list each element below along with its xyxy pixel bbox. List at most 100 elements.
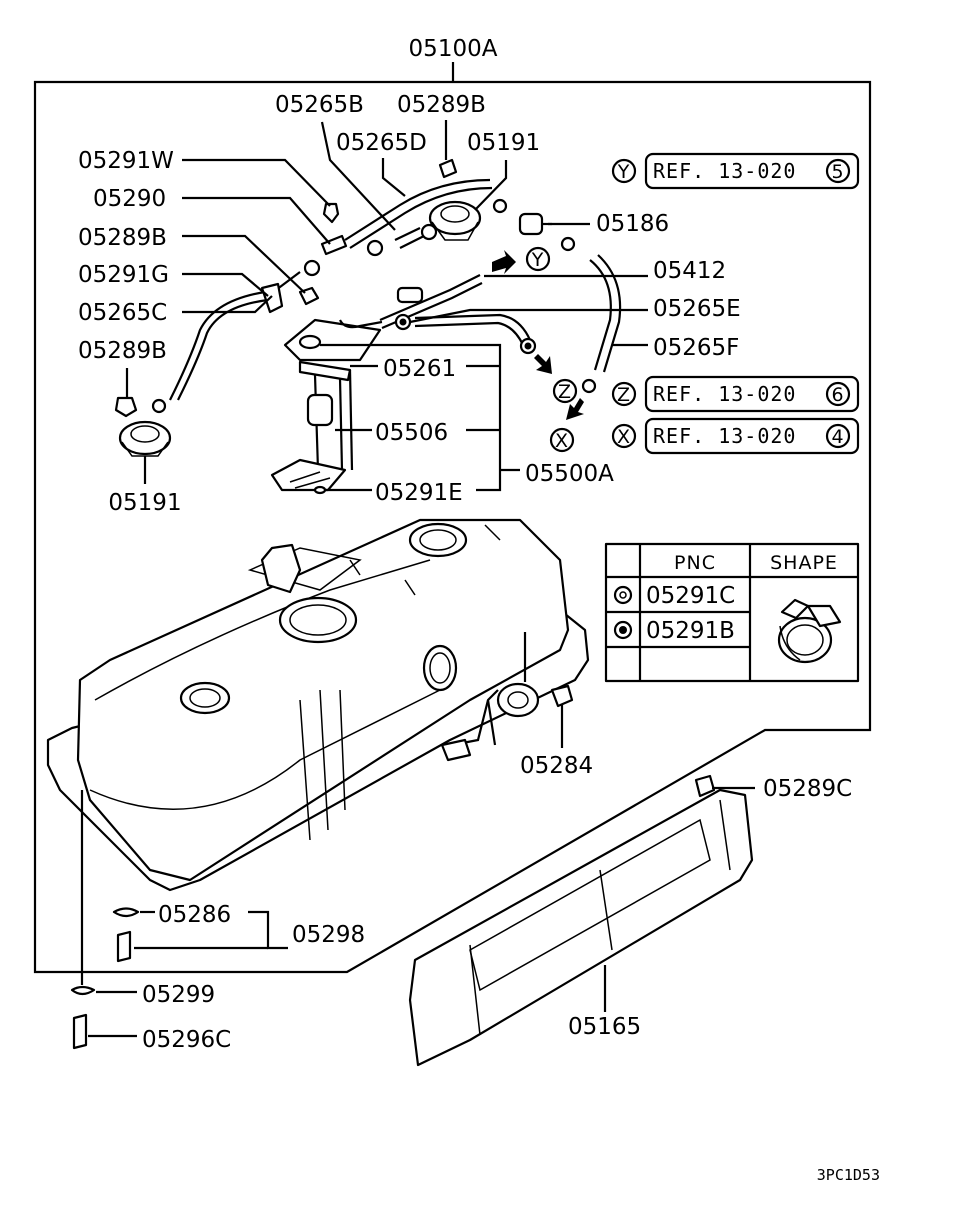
label-05191-top: 05191 [467, 130, 540, 156]
clamp-open-icon [366, 239, 384, 257]
connector-y: Y [531, 249, 545, 271]
label-05290: 05290 [93, 186, 166, 212]
hose-05265E [414, 313, 532, 341]
label-05289C: 05289C [763, 776, 852, 802]
connector-z: Z [558, 381, 572, 403]
clamp-open-icon [151, 398, 167, 414]
bolt-05298 [116, 930, 132, 963]
fasteners [70, 120, 716, 1050]
ref-y-box [644, 152, 860, 190]
clamp-open-icon [560, 236, 576, 252]
label-05296C: 05296C [142, 1027, 231, 1053]
label-05289B-low: 05289B [78, 338, 167, 364]
label-05286: 05286 [158, 902, 231, 928]
hose-05265C [169, 290, 266, 401]
protector-plate [408, 788, 754, 1067]
clamp-markers [151, 198, 597, 414]
ref-x-num: 4 [831, 426, 844, 448]
clamp-open-icon [581, 378, 597, 394]
label-05265B: 05265B [275, 92, 364, 118]
vent-opening [408, 522, 468, 558]
ref-x-marker: X [617, 426, 631, 448]
clamp-open-icon [420, 223, 438, 241]
clamp-open-icon [303, 259, 321, 277]
valve-05186 [518, 212, 552, 236]
hose-05412 [379, 274, 481, 322]
flow-arrow-icon [566, 398, 584, 420]
flow-arrow-icon [534, 354, 552, 374]
ref-y: Y REF. 13-020 5 [611, 152, 860, 190]
ref-x-box [644, 417, 860, 455]
leader-lines [80, 121, 755, 1038]
label-05289B-top: 05289B [397, 92, 486, 118]
label-05165: 05165 [568, 1014, 641, 1040]
table-header-shape: SHAPE [770, 552, 838, 574]
label-05186: 05186 [596, 211, 669, 237]
connector-y-circle [525, 246, 551, 272]
ref-y-marker: Y [617, 161, 631, 183]
ref-z-text: REF. 13-020 [653, 382, 796, 406]
label-05265E: 05265E [653, 296, 741, 322]
filler-neck [260, 543, 302, 594]
cap-05191-top [428, 200, 482, 241]
table-row-pnc: 05291B [646, 618, 735, 644]
pump-connector [298, 334, 322, 350]
grommet-05286 [112, 907, 140, 918]
connector-x: X [555, 430, 569, 452]
label-05265D: 05265D [336, 130, 427, 156]
table-header-pnc: PNC [674, 552, 716, 574]
label-05261: 05261 [383, 356, 456, 382]
ref-y-text: REF. 13-020 [653, 159, 796, 183]
ref-x: X REF. 13-020 4 [611, 417, 860, 455]
label-05265F: 05265F [653, 335, 739, 361]
ref-z-marker-circle [611, 381, 637, 407]
ref-y-num-circle [825, 158, 851, 184]
label-05291E: 05291E [375, 480, 463, 506]
connector-markers: Y Z X [492, 246, 584, 453]
ref-x-text: REF. 13-020 [653, 424, 796, 448]
hose-05265F [589, 259, 612, 371]
bolt-05296C [72, 1013, 88, 1050]
filled-circle-symbol-inner [619, 626, 627, 634]
label-05299: 05299 [142, 982, 215, 1008]
clip-05289C [694, 774, 716, 798]
nut-05289B-low [114, 396, 138, 418]
tank-shell [76, 518, 570, 882]
ref-z-marker: Z [617, 384, 631, 406]
ref-z-box [644, 375, 860, 413]
pump-filter [270, 458, 347, 492]
label-05289B-left: 05289B [78, 225, 167, 251]
bolt-05291W [322, 202, 340, 224]
label-05500A: 05500A [525, 461, 614, 487]
table-row-pnc: 05291C [646, 583, 735, 609]
clamp-open-icon [492, 198, 508, 214]
label-05412: 05412 [653, 258, 726, 284]
washer-05299 [70, 985, 96, 996]
protector-05165 [408, 788, 754, 1067]
label-05191-left: 05191 [108, 490, 181, 516]
open-circle-symbol-inner [619, 591, 627, 599]
connector [396, 286, 424, 304]
label-05265C: 05265C [78, 300, 167, 326]
clamp-legend-table: PNC SHAPE 05291C 05291B [604, 542, 860, 683]
clip-05291E [313, 485, 327, 495]
nut-05289B-top [438, 158, 458, 179]
connector-x-circle [549, 427, 575, 453]
clamp-shape-icon [777, 598, 842, 664]
screw-05284 [550, 684, 574, 708]
sender-05145 [440, 682, 540, 762]
ref-z-num-circle [825, 381, 851, 407]
label-05291W: 05291W [78, 148, 174, 174]
bracket-05290 [320, 234, 348, 256]
clip-05291G [260, 282, 284, 314]
ref-y-marker-circle [611, 158, 637, 184]
label-05284: 05284 [520, 753, 593, 779]
drawing-code: 3PC1D53 [817, 1166, 880, 1184]
ref-z: Z REF. 13-020 6 [611, 375, 860, 413]
fuel-tank [46, 518, 590, 892]
label-05100A: 05100A [409, 36, 498, 62]
flow-arrow-icon [492, 250, 516, 274]
fuel-pump-assembly [270, 318, 382, 495]
